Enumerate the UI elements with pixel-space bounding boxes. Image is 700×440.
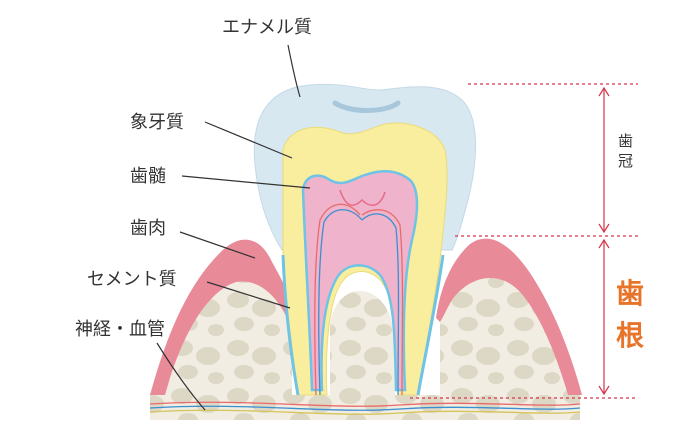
crown-arrow [598,86,610,234]
label-cementum: セメント質 [87,269,177,290]
bone [150,272,580,420]
label-nerve: 神経・血管 [75,319,165,340]
label-gum: 歯肉 [130,218,166,239]
root-label-1: 歯 [616,277,644,310]
crown-label-2: 冠 [618,152,633,170]
cementum [281,254,445,396]
nerves-vessels [149,203,581,415]
gum [150,238,582,395]
crown-label-1: 歯 [618,132,633,150]
label-dentin: 象牙質 [130,112,184,133]
guide-lines [410,83,638,399]
pulp [301,170,419,392]
leader-lines [156,44,311,411]
root-arrow [598,238,610,396]
label-enamel: エナメル質 [222,17,312,38]
label-pulp: 歯髄 [130,166,166,187]
root-label-2: 根 [616,319,644,352]
